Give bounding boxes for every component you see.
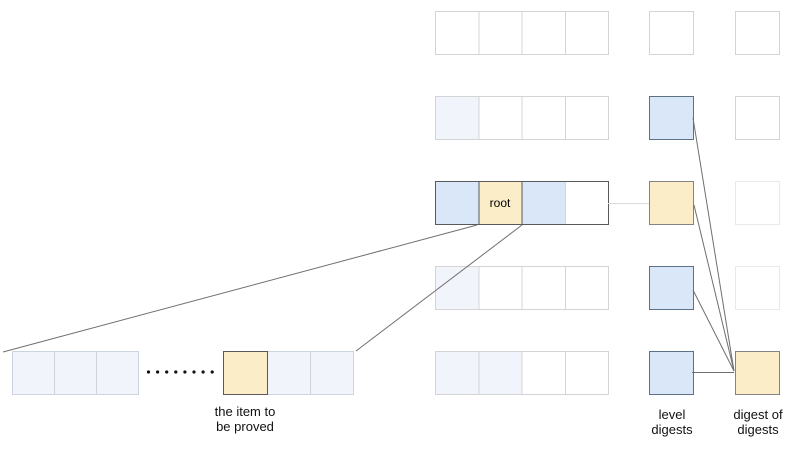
matrix-row-5-cell-1: [435, 351, 480, 395]
matrix-row-4-cell-1: [435, 266, 480, 310]
root-cell: [478, 181, 523, 225]
matrix-row-1-cell-3: [521, 11, 566, 55]
matrix-row-3-cell-3: [521, 181, 566, 225]
ellipsis-dot: [183, 370, 187, 374]
matrix-row-4-cell-3: [521, 266, 566, 310]
level-digests-caption-line2: digests: [651, 422, 693, 437]
level-digest-1: [649, 11, 694, 55]
ellipsis-dot: [165, 370, 169, 374]
item-row-left-cell-1: [12, 351, 55, 395]
matrix-row-2-cell-3: [521, 96, 566, 140]
item-row-left-cell-2: [54, 351, 97, 395]
matrix-row-5-cell-2: [478, 351, 523, 395]
digest-of-digests-5: [735, 351, 780, 395]
digest-of-digests-caption: digest of digests: [708, 407, 800, 437]
level-digest-4: [649, 266, 694, 310]
root-cell-label: root: [489, 195, 511, 210]
item-cell: [223, 351, 268, 395]
line-level-digest-2-to-digest: [692, 117, 735, 372]
ellipsis-dot: [174, 370, 178, 374]
digest-of-digests-3: [735, 181, 780, 225]
level-digest-3: [649, 181, 694, 225]
level-digests-caption: level digests: [622, 407, 722, 437]
matrix-row-3-cell-1: [435, 181, 480, 225]
item-caption-line1: the item to: [214, 404, 276, 419]
matrix-row-4-cell-2: [478, 266, 523, 310]
item-row-left-cell-3: [96, 351, 139, 395]
digest-of-digests-2: [735, 96, 780, 140]
matrix-row-2-cell-1: [435, 96, 480, 140]
line-root-to-item-group-right: [355, 224, 523, 352]
digest-of-digests-1: [735, 11, 780, 55]
matrix-row-1-cell-1: [435, 11, 480, 55]
level-digests-caption-line1: level: [658, 407, 686, 422]
item-row-right-cell-3: [310, 351, 354, 395]
matrix-row-5-cell-4: [564, 351, 609, 395]
matrix-row-2-cell-2: [478, 96, 523, 140]
digest-of-digests-caption-line1: digest of: [733, 407, 783, 422]
item-caption-line2: be proved: [216, 419, 274, 434]
line-level-digest-3-to-digest: [693, 204, 735, 372]
ellipsis-dot: [146, 370, 151, 374]
level-digest-2: [649, 96, 694, 140]
ellipsis-dot: [210, 370, 214, 374]
digest-of-digests-caption-line2: digests: [737, 422, 779, 437]
matrix-row-2-cell-4: [564, 96, 609, 140]
matrix-row-4-cell-4: [564, 266, 609, 310]
matrix-row-3-cell-4: [564, 181, 609, 225]
line-root-to-item-group-left: [2, 224, 478, 353]
matrix-row-1-cell-2: [478, 11, 523, 55]
digest-of-digests-4: [735, 266, 780, 310]
matrix-row-1-cell-4: [564, 11, 609, 55]
item-caption: the item to be proved: [185, 404, 305, 434]
ellipsis-dot: [192, 370, 196, 374]
ellipsis-dot: [201, 370, 205, 374]
line-level-digest-4-to-digest: [692, 289, 735, 372]
level-digest-5: [649, 351, 694, 395]
matrix-row-5-cell-3: [521, 351, 566, 395]
item-row-right-cell-2: [267, 351, 311, 395]
ellipsis-dot: [156, 370, 160, 374]
